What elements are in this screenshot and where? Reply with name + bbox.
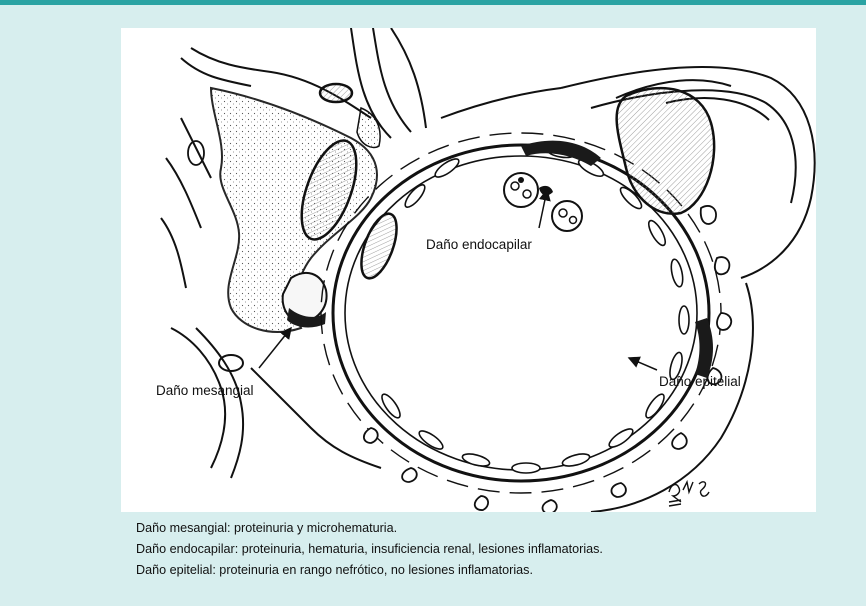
mesangial-damage-label: Daño mesangial [156, 383, 254, 398]
endocapillary-arrow [539, 190, 547, 228]
epithelial-damage-lesion [695, 318, 713, 378]
caption-line-endocapillary: Daño endocapilar: proteinuria, hematuria… [136, 539, 603, 560]
mesangial-region [161, 28, 426, 478]
epithelial-arrow [629, 358, 657, 370]
caption-line-epithelial: Daño epitelial: proteinuria en rango nef… [136, 560, 603, 581]
top-accent-rule [0, 0, 866, 5]
glomerulus-illustration [121, 28, 816, 512]
figure-caption: Daño mesangial: proteinuria y microhemat… [136, 518, 603, 581]
endocapillary-damage-label: Daño endocapilar [426, 237, 532, 252]
artist-signature [669, 482, 709, 506]
epithelial-damage-label: Daño epitelial [659, 374, 741, 389]
mesangial-arrow [259, 328, 291, 368]
caption-line-mesangial: Daño mesangial: proteinuria y microhemat… [136, 518, 603, 539]
figure-panel: Daño endocapilar Daño mesangial Daño epi… [121, 28, 816, 512]
